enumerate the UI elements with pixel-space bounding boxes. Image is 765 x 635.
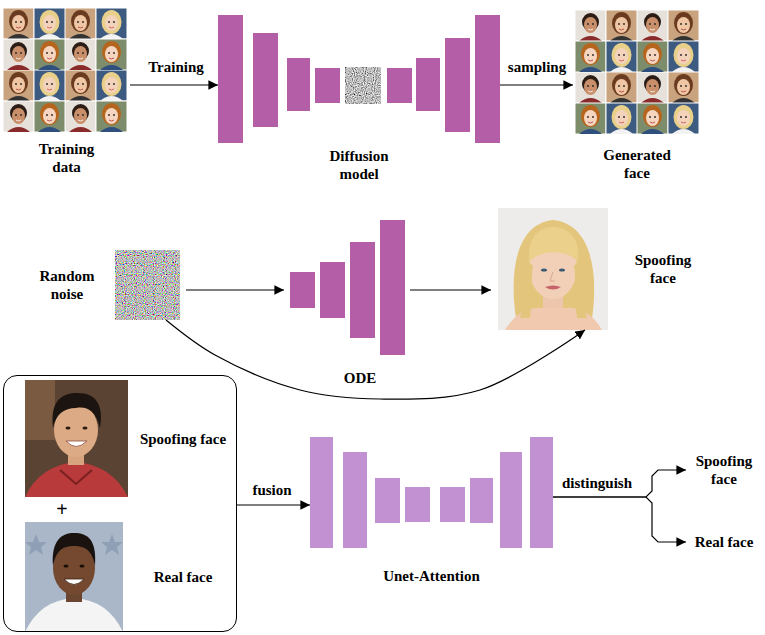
node-label: Spoofing face xyxy=(686,452,762,488)
training-face-grid xyxy=(3,8,127,132)
node-label: Generated face xyxy=(589,146,685,182)
spoofing-face-photo xyxy=(25,380,128,497)
diffusion-network xyxy=(218,15,500,143)
node-label: Spoofing face xyxy=(139,430,227,448)
connector xyxy=(130,84,218,85)
network-node: Unet-Attention xyxy=(310,437,553,585)
node-label: Random noise xyxy=(28,267,106,303)
image-node: Spoofing face xyxy=(498,208,705,330)
edge-label: sampling xyxy=(506,58,568,76)
flow-arrow xyxy=(410,289,491,290)
generator-network xyxy=(290,220,405,355)
image-node: Training data xyxy=(3,8,130,176)
image-node: Real face xyxy=(25,522,227,632)
spoofing-face-photo xyxy=(498,208,608,330)
edge-label: fusion xyxy=(250,481,293,499)
edge-label: distinguish xyxy=(560,474,634,492)
image-node: Generated face xyxy=(573,10,701,182)
output-class: Real face xyxy=(686,533,762,551)
node-label: Spoofing face xyxy=(621,251,705,287)
connector xyxy=(553,470,686,497)
connector xyxy=(166,320,585,399)
node-label: Unet-Attention xyxy=(332,567,532,585)
network-node: Diffusion model xyxy=(218,15,500,183)
connector xyxy=(553,497,686,542)
image-node: Random noise xyxy=(28,250,180,320)
flow-arrow xyxy=(186,289,284,290)
connector xyxy=(500,84,573,85)
output-class: Spoofing face xyxy=(686,452,762,488)
latent-noise xyxy=(345,67,381,104)
input-group-box: Spoofing faceReal face + xyxy=(3,375,237,632)
edge-label: Training xyxy=(146,58,206,76)
noise-image xyxy=(115,250,180,320)
real-face-photo xyxy=(25,522,123,632)
edge-label: ODE xyxy=(342,369,379,387)
generated-face-grid xyxy=(575,10,699,134)
plus-sign: + xyxy=(52,497,72,521)
node-label: Diffusion model xyxy=(314,147,404,183)
node-label: Real face xyxy=(139,568,227,586)
node-label: Training data xyxy=(27,140,107,176)
unet-attention-network xyxy=(310,437,553,548)
node-label: Real face xyxy=(686,533,762,551)
connector xyxy=(237,504,310,505)
image-node: Spoofing face xyxy=(25,380,227,497)
